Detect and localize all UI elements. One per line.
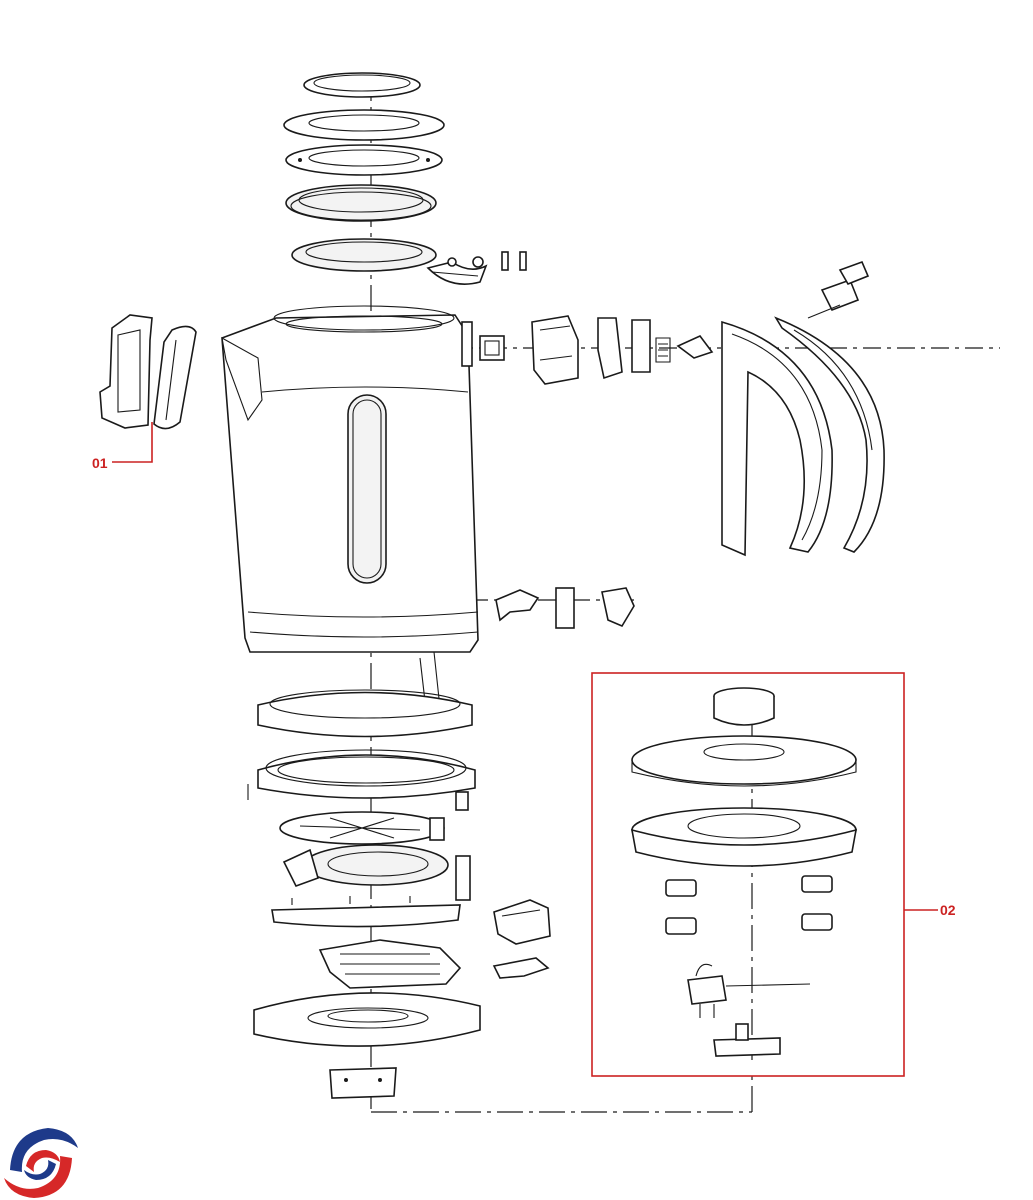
handle-side-parts (99, 314, 197, 430)
swirl-logo-icon (4, 1128, 78, 1198)
power-cord-plug (687, 963, 811, 1018)
callout-01-label: 01 (92, 455, 108, 471)
power-base-connector (713, 687, 775, 726)
lid-hinge-ring (291, 238, 527, 285)
power-base-feet (665, 875, 833, 935)
callout-02: 02 (904, 902, 956, 918)
heating-element (282, 844, 471, 901)
heating-plate (279, 811, 445, 845)
base-ring-upper (257, 689, 473, 738)
lid-seal-ring (285, 184, 437, 222)
base-frame (271, 896, 461, 928)
callout-02-label: 02 (940, 902, 956, 918)
base-bracket (329, 1067, 397, 1099)
base-assembly-group (591, 672, 905, 1077)
handle-assembly (721, 260, 885, 557)
base-ring-lower (247, 749, 476, 811)
power-base-clip (713, 1023, 781, 1057)
lid-ring-outer (283, 109, 445, 141)
lid-cap (303, 72, 421, 98)
power-base-cover (631, 735, 857, 787)
kettle-body (221, 305, 479, 711)
lid-gasket-plate (285, 144, 443, 176)
callout-01: 01 (92, 422, 153, 471)
pcb-controller (318, 939, 550, 989)
base-bottom (253, 992, 481, 1047)
callout-02-box (591, 672, 905, 1077)
connector-unit (493, 899, 551, 945)
switch-parts-row (479, 315, 714, 385)
lower-switch-parts (495, 587, 635, 629)
power-base-housing (630, 807, 858, 867)
